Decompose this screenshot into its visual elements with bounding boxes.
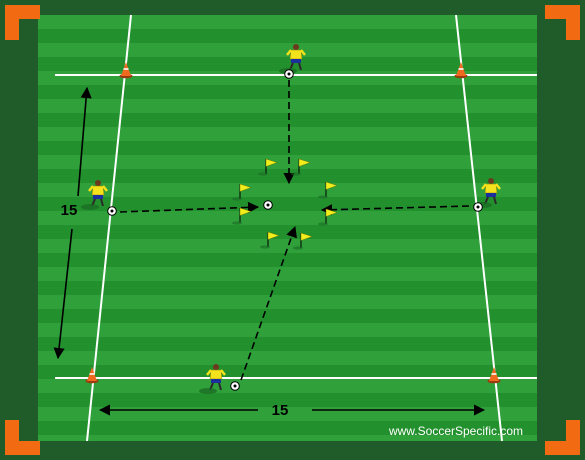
- grass-stripe: [38, 29, 537, 43]
- ball: [107, 206, 117, 216]
- ball: [284, 69, 294, 79]
- corner-marker-bottom-right: [545, 420, 580, 455]
- grass-stripe: [38, 57, 537, 71]
- corner-marker-top-left: [5, 5, 40, 40]
- grass-stripe: [38, 323, 537, 337]
- grass-stripe: [38, 127, 537, 141]
- grass-stripe: [38, 113, 537, 127]
- pass-line-right: [320, 204, 470, 216]
- pass-line-left: [119, 201, 260, 213]
- grass-stripe: [38, 211, 537, 225]
- grass-stripe: [38, 295, 537, 309]
- grass-stripe: [38, 421, 537, 435]
- grass-stripe: [38, 183, 537, 197]
- grass-stripe: [38, 281, 537, 295]
- grass-stripe: [38, 435, 537, 441]
- grass-stripe: [38, 15, 537, 29]
- vertical-dimension-label: 15: [61, 202, 78, 219]
- pass-line-bottom: [240, 225, 297, 381]
- grass-stripe: [38, 225, 537, 239]
- grass-stripe: [38, 99, 537, 113]
- grass-stripe: [38, 155, 537, 169]
- watermark: www.SoccerSpecific.com: [388, 424, 523, 438]
- corner-markers: [5, 5, 580, 455]
- grass-stripe: [38, 169, 537, 183]
- vertical-dimension-arrow-lower: [53, 228, 73, 360]
- grass-stripe: [38, 351, 537, 365]
- grass-stripe: [38, 141, 537, 155]
- corner-marker-bottom-left: [5, 420, 40, 455]
- left-line: [86, 14, 132, 442]
- ball: [263, 200, 273, 210]
- grass-stripe: [38, 337, 537, 351]
- grass-stripe: [38, 85, 537, 99]
- grass-stripe: [38, 239, 537, 253]
- horizontal-dimension-label: 15: [272, 402, 289, 419]
- ball: [230, 381, 240, 391]
- dimension-arrows: [53, 86, 486, 416]
- grass-stripe: [38, 365, 537, 379]
- grass-stripe: [38, 267, 537, 281]
- ball: [473, 202, 483, 212]
- pass-lines: [119, 80, 470, 381]
- grass-stripe: [38, 253, 537, 267]
- corner-marker-top-right: [545, 5, 580, 40]
- grass-stripe: [38, 43, 537, 57]
- grass-stripe: [38, 393, 537, 407]
- grass-stripe: [38, 379, 537, 393]
- grass-stripe: [38, 309, 537, 323]
- vertical-dimension-arrow-upper: [77, 86, 92, 197]
